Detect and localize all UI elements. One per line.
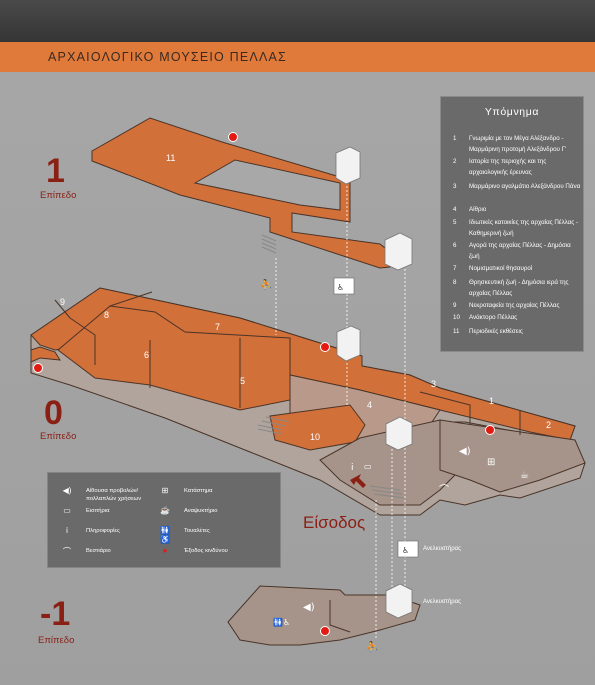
info-icon: i <box>351 463 354 473</box>
ticket-icon: ▭ <box>63 506 71 515</box>
legend-item-number: 9 <box>453 302 457 309</box>
emergency-exit-icon <box>228 132 238 142</box>
elevator-label-basement: Ανελκυστήρας <box>423 599 462 605</box>
cup-icon: ☕ <box>520 470 529 481</box>
entrance-arrow-icon <box>350 474 366 488</box>
legend-item-number: 10 <box>453 314 460 321</box>
room-9-label: 9 <box>60 297 65 307</box>
title-bar: ΑΡΧΑΙΟΛΟΓΙΚΟ ΜΟΥΣΕΙΟ ΠΕΛΛΑΣ <box>0 42 595 72</box>
stairs-walker-icon: ⛹ <box>366 640 378 653</box>
room-11-label: 11 <box>166 153 175 163</box>
key-item-label: Εισιτήρια <box>86 508 110 514</box>
level-1-stairs <box>261 234 277 254</box>
emergency-exit-icon: ● <box>162 546 168 555</box>
entrance-label: Είσοδος <box>303 513 366 532</box>
map-icons: ♿ ♿ ⛹ ⛹ ◀) ⊞ ☕ ⌒ i ▭ ◀) 🚻♿ <box>260 277 529 653</box>
level-minus-1-floor <box>227 585 421 646</box>
legend-item-number: 3 <box>453 183 457 190</box>
emergency-exit-icon <box>320 342 330 352</box>
level-1-number: 1 <box>46 152 65 190</box>
legend-item-text: Ιστορία της περιοχής και της αρχαιολογικ… <box>469 158 547 176</box>
key-item-label: Κατάστημα <box>184 488 213 494</box>
hanger-icon: ⌒ <box>439 484 449 496</box>
room-6-label: 6 <box>144 350 149 360</box>
legend-item-text: Ιδιωτικές κατοικίες της αρχαίας Πέλλας -… <box>469 219 579 237</box>
emergency-exit-icon <box>320 626 330 636</box>
level-0-stairs <box>257 416 405 499</box>
level-1-floor: 11 <box>91 117 391 269</box>
elevator-boxes <box>335 146 413 619</box>
key-item-label: Τουαλέτες <box>184 528 210 534</box>
stairs-walker-icon: ⛹ <box>260 278 272 291</box>
info-icon: i <box>66 526 68 535</box>
legend-item-number: 8 <box>453 279 457 286</box>
legend-item-number: 4 <box>453 206 457 213</box>
level-1-label: Επίπεδο <box>40 190 77 201</box>
level-0-number: 0 <box>44 394 63 432</box>
svg-text:♿: ♿ <box>402 546 409 555</box>
speaker-icon: ◀) <box>459 446 471 457</box>
legend-item-text: Νομισματικοί θησαυροί <box>469 265 533 272</box>
legend-item-text: Γνωριμία με τον Μέγα Αλέξανδρο - Μαρμάρι… <box>469 135 567 153</box>
emergency-exits <box>33 132 495 636</box>
top-bar <box>0 0 595 42</box>
legend-item-number: 1 <box>453 135 457 142</box>
legend-item-number: 11 <box>453 328 460 335</box>
accessible-elevator-icon <box>333 277 355 295</box>
cup-icon: ☕ <box>160 506 170 515</box>
level-0-label: Επίπεδο <box>40 431 77 442</box>
level-0-floor: 9 8 7 6 5 4 3 1 2 10 <box>30 287 586 516</box>
legend-item-text: Θρησκευτική ζωή - Δημόσια ιερά της αρχαί… <box>469 279 569 297</box>
legend-item-number: 6 <box>453 242 457 249</box>
legend-item-text: Ανάκτορο Πέλλας <box>469 314 518 321</box>
legend-item-text: Αγορά της αρχαίας Πέλλας - Δημόσια ζωή <box>469 242 571 260</box>
level-minus-1-number: -1 <box>40 595 71 633</box>
emergency-exit-icon <box>485 425 495 435</box>
toilet-icon: 🚻♿ <box>160 526 170 544</box>
level-connectors <box>275 178 406 640</box>
legend-item-text: Μαρμάρινο αγαλμάτιο Αλεξάνδρου Πάνα <box>469 183 581 190</box>
hanger-icon: ⌒ <box>63 547 71 556</box>
room-4-label: 4 <box>367 400 372 410</box>
ticket-icon: ▭ <box>364 462 372 471</box>
toilet-icon: 🚻♿ <box>273 617 290 627</box>
room-3-label: 3 <box>431 379 436 389</box>
room-8-label: 8 <box>104 310 109 320</box>
legend-item-number: 2 <box>453 158 457 165</box>
key-item-label: Βεστιάριο <box>86 548 111 554</box>
gift-icon: ⊞ <box>161 486 169 495</box>
speaker-icon: ◀) <box>62 486 72 495</box>
key-item-label: Αίθουσα προβολών/ πολλαπλών χρήσεων <box>86 488 142 502</box>
facilities-key-panel: ◀) Αίθουσα προβολών/ πολλαπλών χρήσεων ⊞ Κα… <box>47 472 281 568</box>
page-title: ΑΡΧΑΙΟΛΟΓΙΚΟ ΜΟΥΣΕΙΟ ΠΕΛΛΑΣ <box>48 50 287 64</box>
legend-item-number: 5 <box>453 219 457 226</box>
room-2-label: 2 <box>546 420 551 430</box>
speaker-icon: ◀) <box>303 602 315 613</box>
key-item-label: Πληροφορίες <box>86 528 120 534</box>
legend-item-text: Περιοδικές εκθέσεις <box>469 328 523 335</box>
gift-icon: ⊞ <box>487 457 495 468</box>
accessible-elevator-icon <box>397 540 419 558</box>
legend-title: Υπόμνημα <box>484 106 540 118</box>
legend-item-text: Νεκροταφεία της αρχαίας Πέλλας <box>469 302 560 309</box>
elevator-label-ground: Ανελκυστήρας <box>423 546 462 552</box>
svg-text:♿: ♿ <box>337 283 344 292</box>
legend-item-number: 7 <box>453 265 457 272</box>
room-10-label: 10 <box>310 432 320 442</box>
legend-item-text: Αίθριο <box>469 206 487 213</box>
level-minus-1-label: Επίπεδο <box>38 635 75 646</box>
room-5-label: 5 <box>240 376 245 386</box>
room-7-label: 7 <box>215 322 220 332</box>
key-item-label: Έξοδος κινδύνου <box>184 548 228 554</box>
key-item-label: Αναψυκτήριο <box>184 508 218 514</box>
legend-panel: Υπόμνημα 1 Γνωριμία με τον Μέγα Αλέξανδρο… <box>440 96 584 352</box>
room-1-label: 1 <box>489 396 494 406</box>
emergency-exit-icon <box>33 363 43 373</box>
